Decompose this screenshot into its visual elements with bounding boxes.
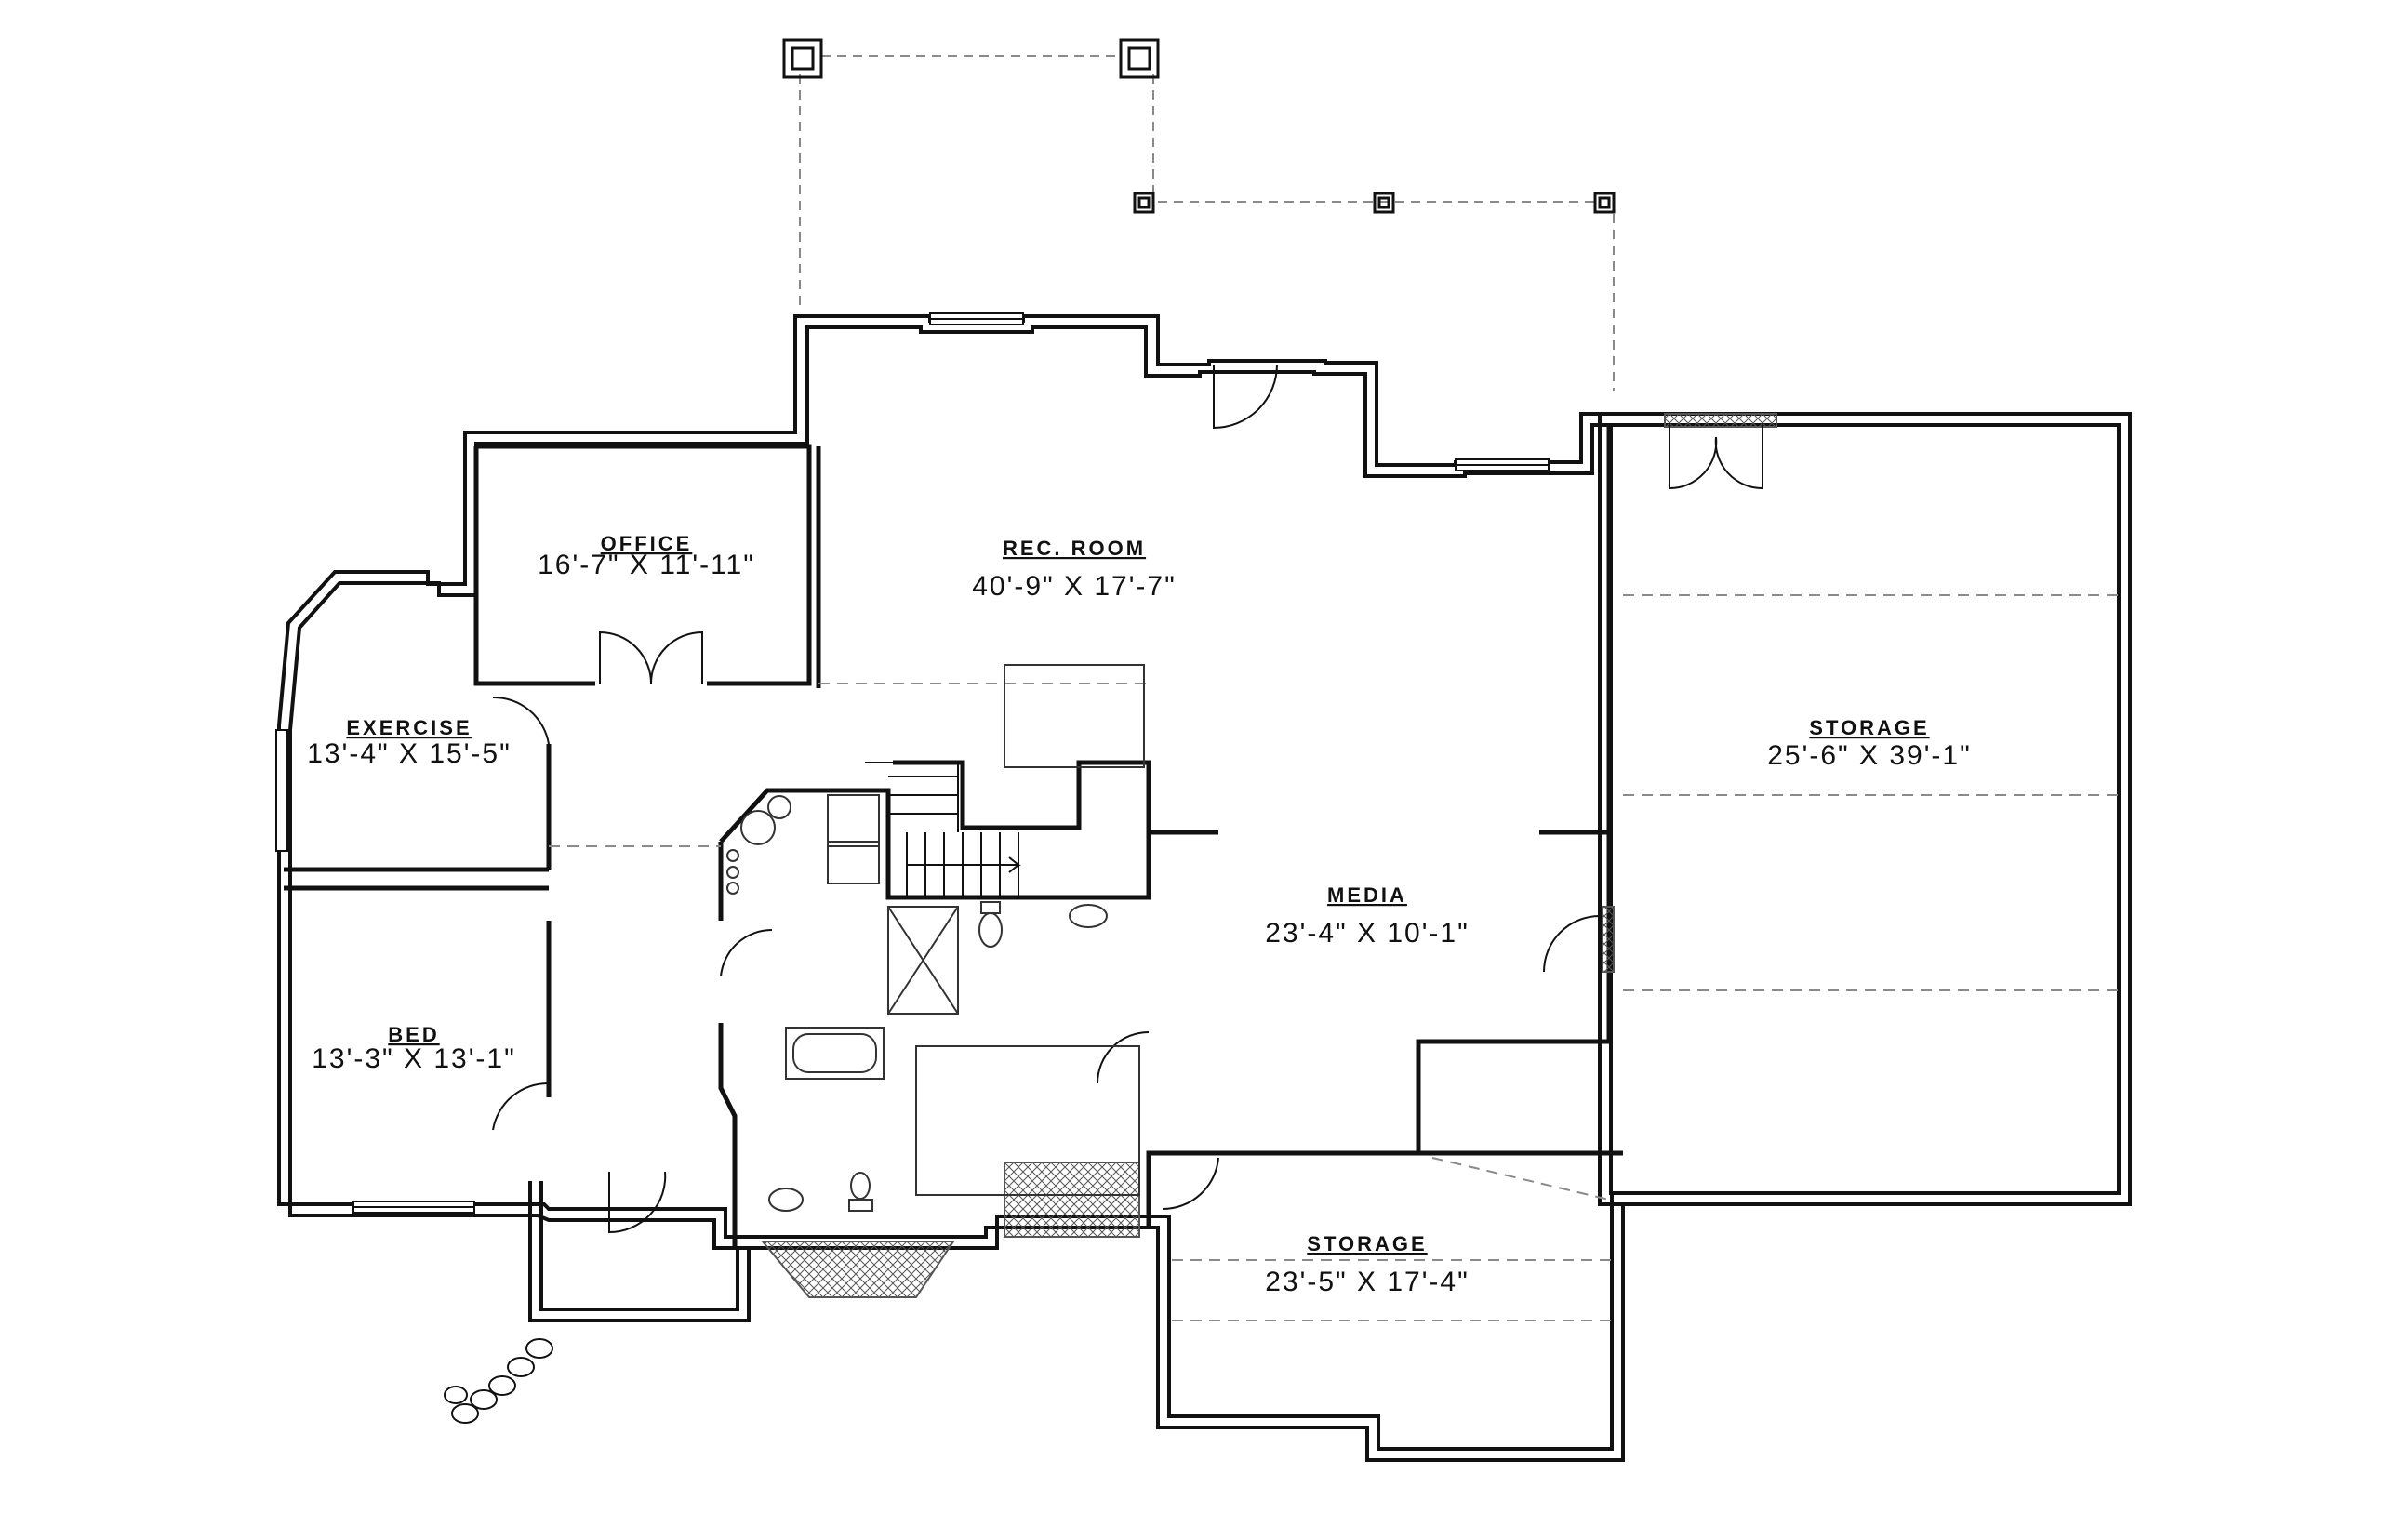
room-bed: BED 13'-3" X 13'-1"	[312, 1023, 516, 1074]
room-dimensions: 25'-6" X 39'-1"	[1767, 740, 1972, 771]
room-dimensions: 13'-3" X 13'-1"	[312, 1043, 516, 1074]
room-name: MEDIA	[1327, 883, 1407, 907]
bath-fixtures	[726, 664, 1145, 1212]
porch-posts	[782, 38, 1616, 214]
room-rec-room: REC. ROOM 40'-9" X 17'-7"	[972, 537, 1177, 602]
room-name: STORAGE	[1809, 716, 1929, 739]
exterior-walls	[277, 314, 2132, 1462]
room-dimensions: 23'-4" X 10'-1"	[1265, 918, 1470, 949]
stairs	[865, 762, 1021, 897]
doors	[492, 364, 1763, 1234]
storage-dashes	[549, 594, 2121, 1321]
interior-walls	[284, 423, 1623, 1246]
room-dimensions: 23'-5" X 17'-4"	[1265, 1267, 1470, 1297]
room-name: BED	[388, 1023, 439, 1046]
porch-outline	[799, 55, 1615, 391]
walkway-stones	[444, 1338, 553, 1424]
room-storage-east: STORAGE 25'-6" X 39'-1"	[1767, 716, 1972, 771]
room-office: OFFICE 16'-7" X 11'-11"	[538, 532, 755, 580]
windows	[275, 312, 1550, 1214]
room-exercise: EXERCISE 13'-4" X 15'-5"	[307, 716, 512, 769]
room-media: MEDIA 23'-4" X 10'-1"	[1265, 883, 1470, 949]
entry-vestibule	[528, 1181, 751, 1322]
room-name: EXERCISE	[346, 716, 472, 739]
room-dimensions: 16'-7" X 11'-11"	[538, 550, 755, 580]
room-name: OFFICE	[601, 532, 693, 555]
room-dimensions: 40'-9" X 17'-7"	[972, 571, 1177, 602]
storage-east-frame	[1598, 412, 2132, 1206]
room-dimensions: 13'-4" X 15'-5"	[307, 738, 512, 769]
hatched-areas	[760, 413, 1777, 1298]
room-storage-south: STORAGE 23'-5" X 17'-4"	[1265, 1232, 1470, 1297]
room-name: REC. ROOM	[1003, 537, 1146, 560]
room-name: STORAGE	[1307, 1232, 1427, 1255]
